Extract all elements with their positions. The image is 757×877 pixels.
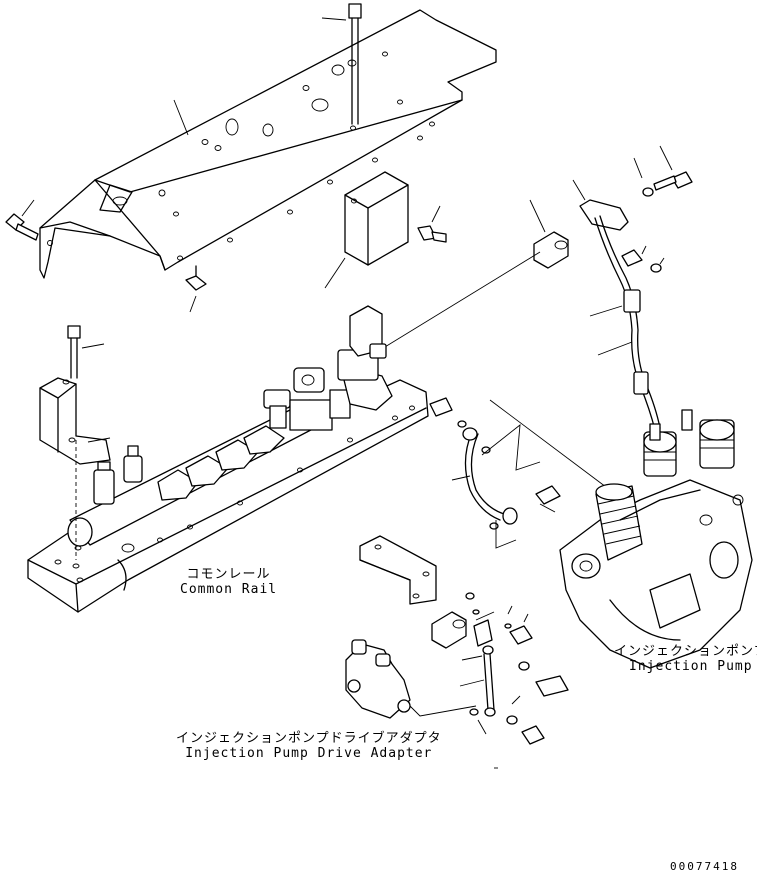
drive-adapter-label-en: Injection Pump Drive Adapter xyxy=(185,746,433,761)
rail-holes xyxy=(54,405,415,583)
rail-clamp-bolt xyxy=(67,325,81,379)
rail-clamp-bracket xyxy=(39,377,111,465)
bracket-bolt-left xyxy=(5,213,39,241)
common-rail-label-jp: コモンレール xyxy=(186,567,271,582)
top-bolt xyxy=(348,3,362,125)
common-rail-label-en: Common Rail xyxy=(180,582,278,597)
injection-pump-label-jp: インジェクションポンプ xyxy=(614,644,757,659)
adapter-bolts xyxy=(469,623,569,745)
bracket-plate xyxy=(39,9,497,279)
rail-outlets xyxy=(93,305,393,505)
drive-adapter-label-jp: インジェクションポンプドライブアダプタ xyxy=(176,731,442,746)
harness-bolts xyxy=(621,171,693,273)
drawing-number: 00077418 xyxy=(670,860,739,873)
mounting-bracket-lower xyxy=(359,535,437,605)
spacer-block xyxy=(344,171,409,266)
injection-pump-label: インジェクションポンプ Injection Pump xyxy=(614,640,757,674)
drive-adapter-label: インジェクションポンプドライブアダプタ Injection Pump Drive… xyxy=(176,727,442,761)
link-rod xyxy=(465,592,496,717)
injection-pump-label-en: Injection Pump xyxy=(629,659,753,674)
collar-bushing xyxy=(533,231,569,269)
bracket-bolt-bottom xyxy=(185,265,207,291)
injection-pump xyxy=(559,409,753,669)
common-rail xyxy=(27,305,429,613)
fuel-pipe xyxy=(429,397,561,530)
adapter-bushing xyxy=(431,611,467,649)
sensor-harness xyxy=(579,199,661,431)
common-rail-label: コモンレール Common Rail xyxy=(180,563,277,597)
drive-adapter xyxy=(345,639,411,719)
bracket-bolt-middle xyxy=(417,225,447,243)
